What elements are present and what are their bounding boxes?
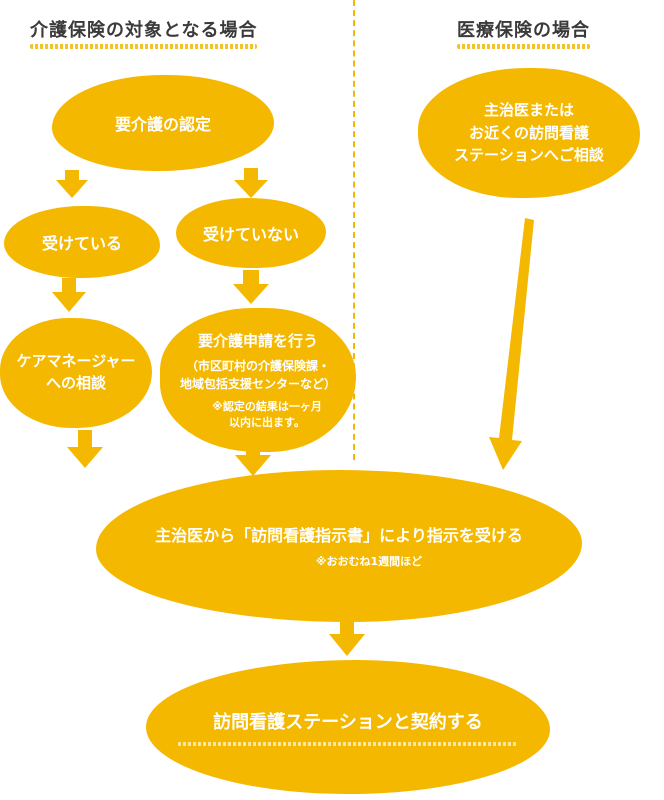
node-apply-detail-line2: 地域包括支援センターなど） — [179, 376, 336, 391]
node-apply-title: 要介護申請を行う — [197, 331, 318, 350]
node-care-certification: 要介護の認定 — [52, 75, 274, 171]
heading-underline — [30, 44, 258, 49]
node-apply-certification: 要介護申請を行う （市区町村の介護保険課・ 地域包括支援センターなど） ※認定の… — [160, 308, 356, 452]
heading-long-term-care: 介護保険の対象となる場合 — [30, 16, 258, 49]
node-not-receiving-label: 受けていない — [202, 225, 299, 244]
node-apply-note-line1: ※認定の結果は一ヶ月 — [212, 399, 322, 413]
arrow-to-apply — [233, 270, 269, 304]
arrow-to-not-receiving — [234, 168, 268, 198]
node-apply-detail-line1: （市区町村の介護保険課・ — [185, 358, 330, 373]
arrow-from-care-manager — [67, 430, 103, 468]
node-consult-doctor-line1: 主治医または — [483, 101, 574, 120]
node-contract-label: 訪問看護ステーションと契約する — [213, 712, 483, 733]
arrow-from-doctor — [489, 218, 534, 470]
node-contract-underline — [178, 742, 518, 746]
heading-medical-insurance-text: 医療保険の場合 — [457, 20, 590, 41]
node-receiving: 受けている — [4, 206, 160, 278]
node-apply-note-line2: 以内に出ます。 — [229, 415, 305, 429]
heading-underline — [457, 44, 590, 49]
arrow-to-care-manager — [52, 278, 86, 312]
node-care-manager-line2: への相談 — [45, 374, 106, 392]
node-not-receiving: 受けていない — [176, 198, 326, 268]
node-consult-doctor-line2: お近くの訪問看護 — [468, 123, 589, 142]
node-consult-doctor-line3: ステーションへご相談 — [454, 146, 604, 165]
node-care-certification-label: 要介護の認定 — [114, 115, 211, 134]
arrow-from-apply — [235, 440, 271, 476]
arrow-to-receiving — [56, 170, 88, 198]
node-doctor-instruction: 主治医から「訪問看護指示書」により指示を受ける ※おおむね1週間ほど — [96, 470, 582, 622]
node-consult-doctor: 主治医または お近くの訪問看護 ステーションへご相談 — [418, 68, 640, 198]
node-care-manager: ケアマネージャー への相談 — [0, 318, 152, 428]
node-receiving-label: 受けている — [41, 234, 122, 253]
heading-long-term-care-text: 介護保険の対象となる場合 — [30, 20, 258, 41]
node-care-manager-line1: ケアマネージャー — [16, 352, 136, 371]
column-divider — [353, 0, 355, 460]
arrow-to-contract — [329, 618, 365, 656]
node-doctor-instruction-label: 主治医から「訪問看護指示書」により指示を受ける — [155, 526, 523, 546]
heading-medical-insurance: 医療保険の場合 — [457, 16, 590, 49]
node-doctor-instruction-note: ※おおむね1週間ほど — [315, 555, 423, 569]
node-contract: 訪問看護ステーションと契約する — [146, 660, 550, 794]
